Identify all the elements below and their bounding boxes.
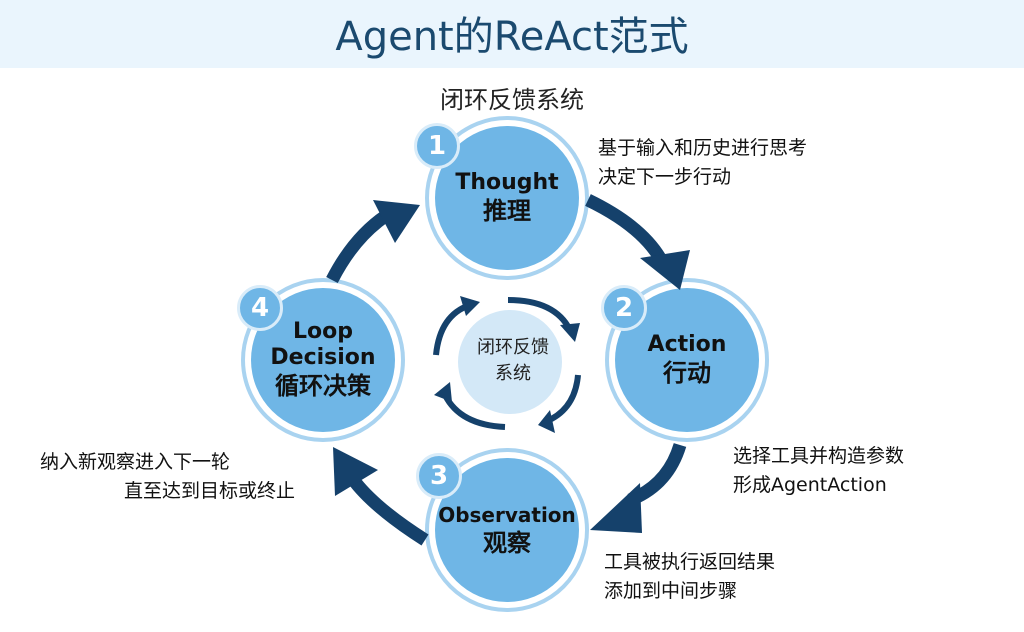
- center-circle: [458, 310, 562, 414]
- desc-line: 决定下一步行动: [598, 166, 732, 188]
- arrow-observation-to-loop: [333, 447, 429, 546]
- node-loop-title-en-line1: Loop: [293, 319, 353, 344]
- node-thought-description: 基于输入和历史进行思考 决定下一步行动: [598, 134, 807, 192]
- header-band: [0, 0, 1024, 68]
- small-arrow-top-left: [433, 296, 480, 356]
- node-loop-title-zh: 循环决策: [275, 372, 371, 400]
- desc-line: 纳入新观察进入下一轮: [40, 451, 231, 473]
- center-label-line1: 闭环反馈: [477, 337, 549, 358]
- arrow-thought-to-action: [585, 194, 690, 290]
- node-observation-fill: [435, 458, 579, 602]
- center-label-line2: 系统: [495, 363, 531, 384]
- desc-line: 选择工具并构造参数: [733, 445, 905, 467]
- page-subtitle: 闭环反馈系统: [440, 86, 584, 114]
- node-observation-number-badge: 3: [416, 453, 462, 499]
- node-loop-title-en-line2: Decision: [270, 345, 376, 370]
- node-observation-title-zh: 观察: [483, 529, 531, 557]
- node-loop-decision: Loop Decision 循环决策: [251, 288, 395, 432]
- small-arrow-top-right: [507, 297, 580, 342]
- node-action-title-zh: 行动: [663, 359, 711, 387]
- node-observation-title-en: Observation: [438, 503, 576, 527]
- desc-line: 基于输入和历史进行思考: [598, 137, 808, 159]
- desc-line: 工具被执行返回结果: [604, 551, 776, 573]
- node-observation-description: 工具被执行返回结果 添加到中间步骤: [604, 548, 775, 606]
- arrow-action-to-observation: [590, 442, 687, 533]
- desc-line: 直至达到目标或终止: [123, 480, 295, 502]
- desc-line: 添加到中间步骤: [604, 580, 738, 602]
- arrow-loop-to-thought: [326, 200, 420, 283]
- node-action-fill: [615, 288, 759, 432]
- node-thought: Thought 推理: [435, 126, 579, 270]
- node-action-number-badge: 2: [601, 285, 647, 331]
- small-arrow-bottom-right: [538, 374, 581, 433]
- node-thought-title-en: Thought: [455, 170, 559, 195]
- node-thought-fill: [435, 126, 579, 270]
- node-action-title-en: Action: [647, 332, 727, 357]
- node-thought-title-zh: 推理: [483, 197, 531, 225]
- page-title: Agent的ReAct范式: [335, 14, 689, 60]
- node-action-description: 选择工具并构造参数 形成AgentAction: [733, 442, 904, 500]
- node-thought-number-badge: 1: [414, 123, 460, 169]
- node-observation: Observation 观察: [435, 458, 579, 602]
- desc-line: 形成AgentAction: [733, 474, 887, 496]
- small-arrow-bottom-left: [434, 382, 506, 430]
- node-action: Action 行动: [615, 288, 759, 432]
- node-loop-number-badge: 4: [237, 285, 283, 331]
- node-loop-fill: [251, 288, 395, 432]
- center-label: 闭环反馈 系统: [458, 335, 568, 387]
- node-loop-description: 纳入新观察进入下一轮 直至达到目标或终止: [40, 448, 295, 506]
